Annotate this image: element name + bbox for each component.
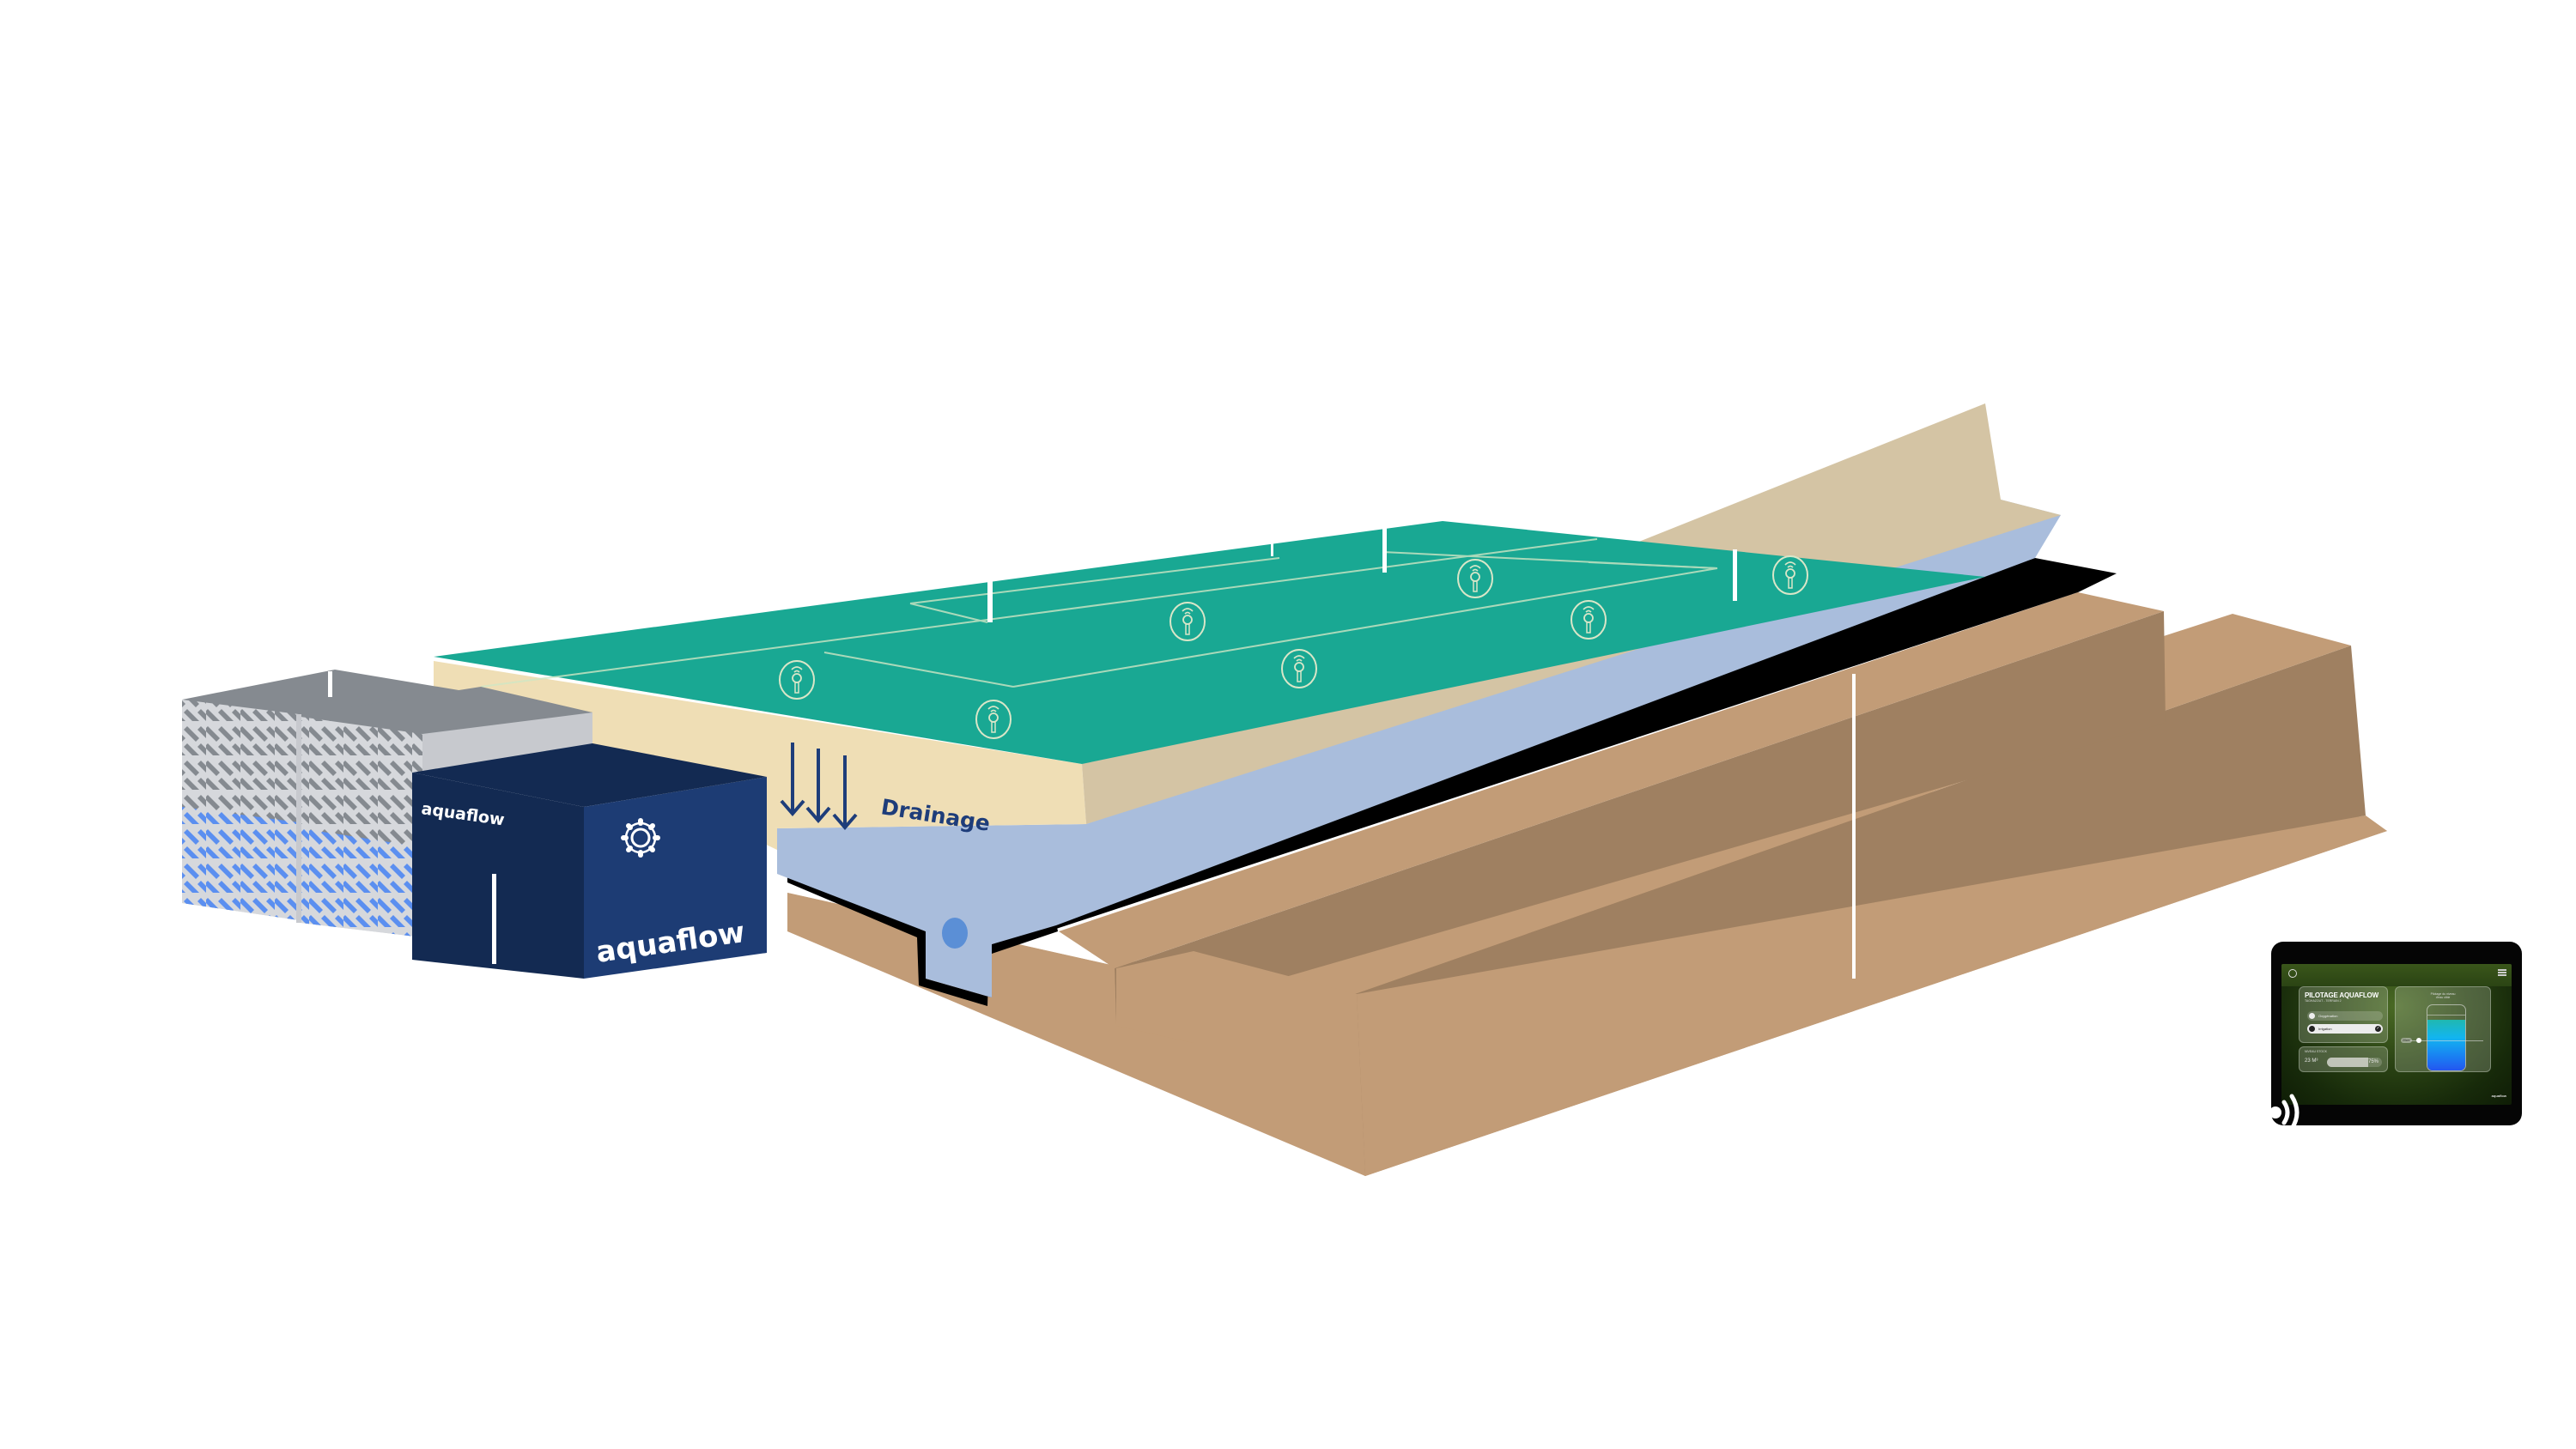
water-level-card: Pilotage du niveau d'eau cible 20cm	[2395, 986, 2491, 1072]
mode-irrigation-button[interactable]: Irrigation ✓	[2307, 1024, 2383, 1034]
arrow-down-icon	[805, 749, 831, 824]
hamburger-menu-icon[interactable]	[2498, 969, 2506, 976]
arrow-down-icon	[832, 755, 858, 831]
target-line	[2427, 1015, 2465, 1016]
stock-label: NIVEAU STOCK	[2305, 1050, 2327, 1053]
soil-base	[787, 592, 2387, 1176]
level-title: Pilotage du niveau d'eau cible	[2396, 992, 2490, 999]
stock-card: NIVEAU STOCK 23 M³ 75%	[2299, 1046, 2388, 1072]
aquaflow-tank: aquaflow aquaflow	[412, 743, 767, 979]
turf-field	[332, 521, 1985, 979]
drainage-arrows	[780, 743, 858, 831]
app-title: PILOTAGE AQUAFLOW	[2305, 991, 2379, 999]
mode-oxygenation-button[interactable]: Oxygénation	[2307, 1011, 2383, 1021]
stock-progress-bar: 75%	[2327, 1058, 2382, 1067]
mode-label: Irrigation	[2318, 1027, 2332, 1031]
water-tank-gauge	[2427, 1004, 2466, 1071]
stock-volume: 23 M³	[2305, 1058, 2318, 1064]
tablet-device: PILOTAGE AQUAFLOW TAGHAZOUT - TERRAIN 2 …	[2271, 942, 2522, 1125]
site-subtitle: TAGHAZOUT - TERRAIN 2	[2305, 999, 2342, 1003]
arrow-down-icon	[780, 743, 805, 817]
app-logo-icon	[2288, 969, 2297, 978]
irrigation-icon	[2309, 1026, 2315, 1032]
tablet-screen: PILOTAGE AQUAFLOW TAGHAZOUT - TERRAIN 2 …	[2281, 964, 2512, 1105]
mode-label: Oxygénation	[2318, 1014, 2338, 1018]
stock-percent: 75%	[2367, 1059, 2379, 1064]
level-slider-handle[interactable]	[2416, 1038, 2421, 1043]
storage-crates	[182, 670, 592, 937]
screen-header	[2281, 964, 2512, 986]
water-fill	[2427, 1019, 2465, 1070]
oxygen-icon	[2309, 1013, 2315, 1019]
screen-brand: aquaflow	[2491, 1094, 2506, 1098]
level-title-line1: Pilotage du niveau	[2430, 992, 2456, 996]
wireless-signal-icon	[2269, 1094, 2300, 1130]
gear-icon	[621, 818, 660, 858]
check-icon: ✓	[2375, 1026, 2381, 1032]
level-slider-track[interactable]	[2409, 1040, 2483, 1041]
pilot-card: PILOTAGE AQUAFLOW TAGHAZOUT - TERRAIN 2 …	[2299, 986, 2388, 1043]
stock-progress-fill	[2327, 1058, 2368, 1067]
drain-pipe	[942, 918, 968, 949]
level-slider-value: 20cm	[2401, 1038, 2412, 1043]
level-title-line2: d'eau cible	[2435, 996, 2451, 999]
